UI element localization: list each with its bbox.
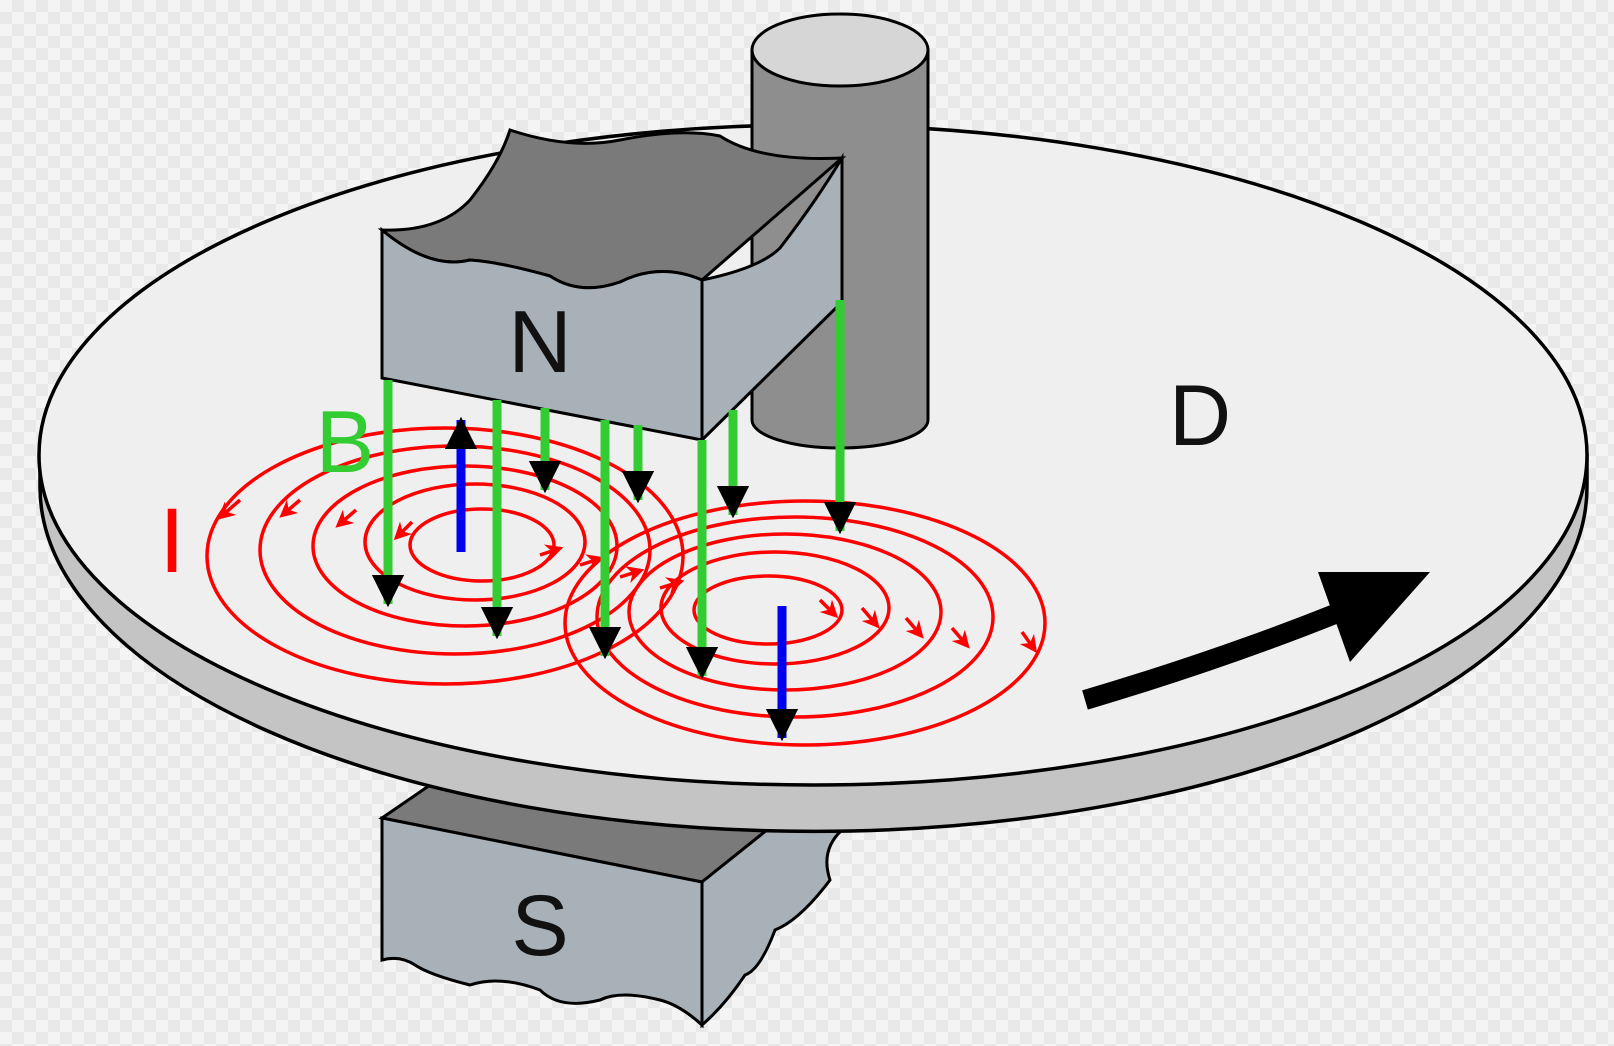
north-magnet: N xyxy=(377,128,847,444)
south-pole-label: S xyxy=(511,878,568,974)
south-magnet-side xyxy=(700,766,844,1029)
north-magnet-front xyxy=(380,226,704,442)
induced-field xyxy=(444,416,799,742)
eddy-current-arrowheads xyxy=(217,498,1038,654)
current-label: I xyxy=(159,490,185,592)
disc-label: D xyxy=(1169,368,1231,464)
magnetic-field-lines: B xyxy=(316,300,857,680)
axle-top xyxy=(750,12,930,88)
field-label: B xyxy=(316,392,375,491)
north-magnet-side xyxy=(700,152,844,444)
rotation-direction-arrow-icon xyxy=(1082,572,1430,710)
south-magnet-front xyxy=(380,816,704,1029)
north-pole-label: N xyxy=(508,292,572,391)
